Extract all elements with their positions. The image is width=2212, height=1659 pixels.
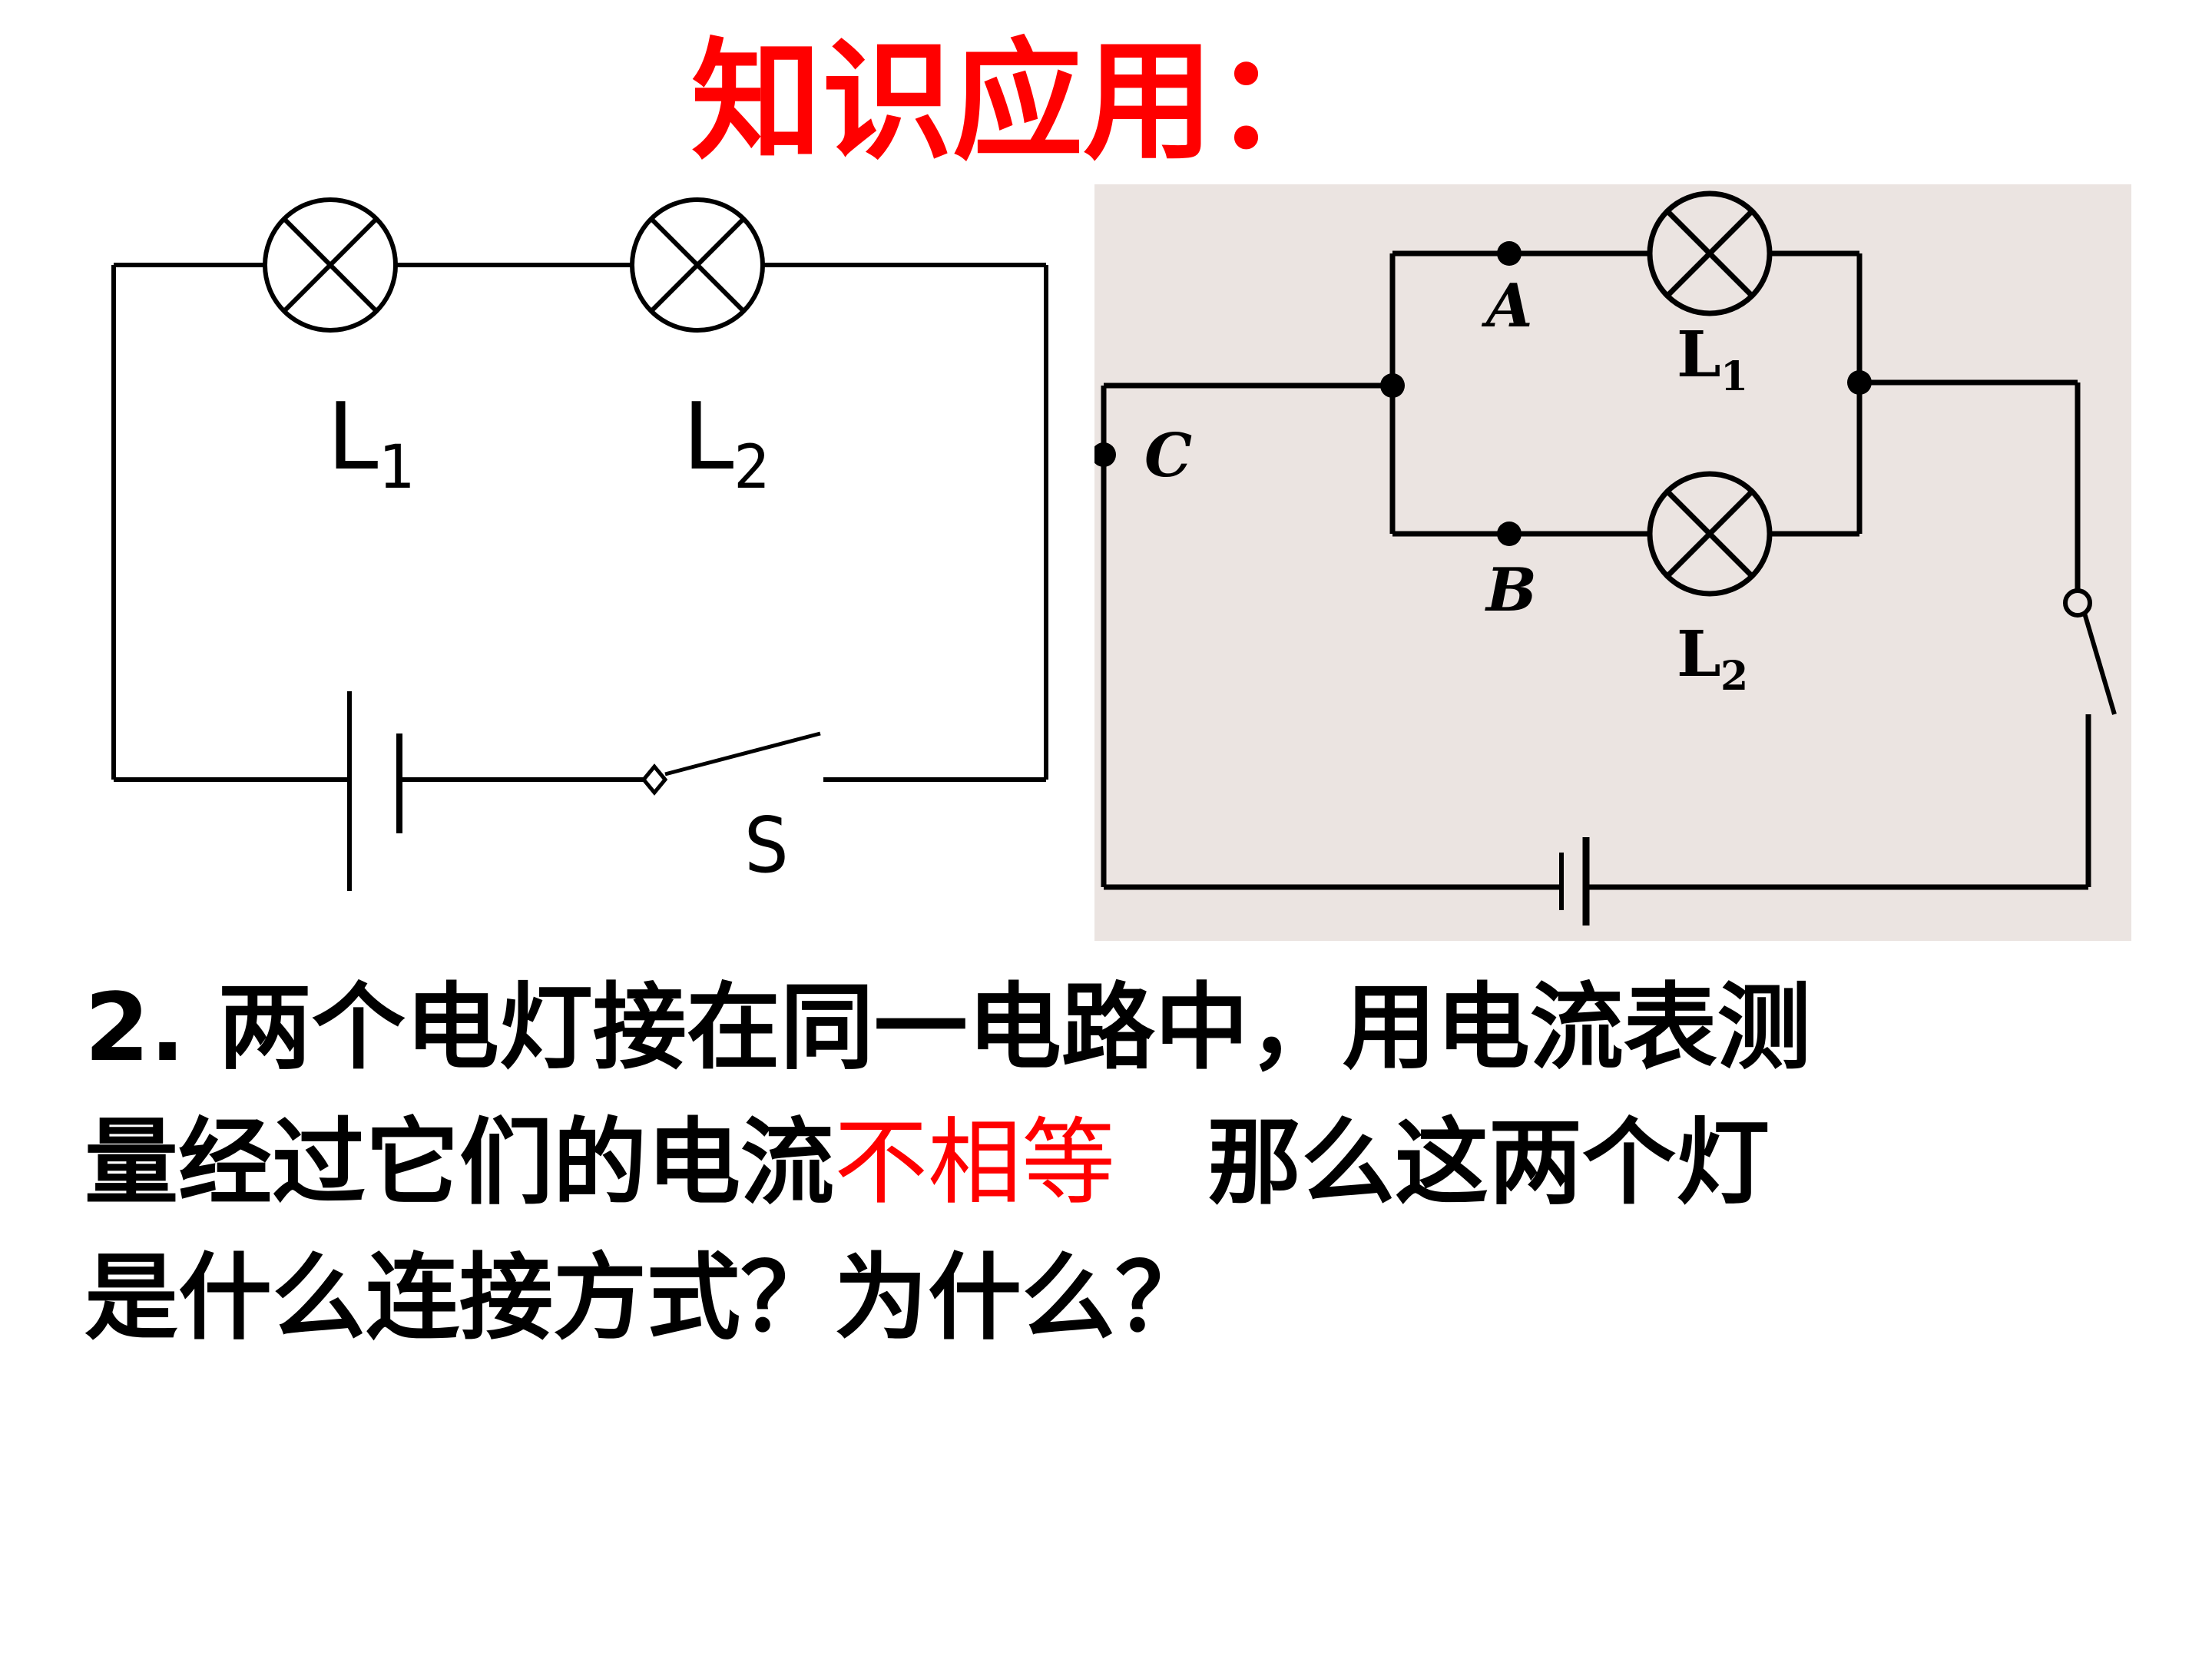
series-switch	[641, 731, 821, 796]
question-line-1: 2. 两个电灯接在同一电路中，用电流表测	[84, 973, 1811, 1082]
series-battery	[347, 691, 402, 891]
slide-title: 知识应用：	[691, 26, 1345, 178]
question-line-2-suffix: 那么这两个灯	[1207, 1108, 1770, 1217]
question-line-2-prefix: 量经过它们的电流	[84, 1108, 834, 1217]
point-b-label: B	[1485, 555, 1537, 625]
series-lamp-2	[630, 197, 765, 333]
series-lamp-2-subscript: 2	[733, 433, 770, 502]
point-c-label: C	[1144, 421, 1192, 491]
parallel-circuit-background	[1094, 184, 2131, 941]
point-a-label: A	[1481, 271, 1533, 341]
series-lamp-1	[263, 197, 398, 333]
parallel-circuit-diagram: A B C L 1 L 2	[1094, 184, 2131, 941]
point-b-dot	[1497, 522, 1522, 546]
series-lamp-2-label: L	[682, 384, 737, 491]
junction-dot-right	[1847, 370, 1872, 395]
parallel-lamp-1-subscript: 1	[1720, 353, 1748, 400]
series-switch-label: S	[743, 800, 790, 890]
series-lamp-1-subscript: 1	[378, 433, 414, 502]
question-line-2: 量经过它们的电流不相等那么这两个灯	[84, 1095, 2158, 1230]
series-circuit-diagram: L 1 L 2 S	[111, 197, 1048, 891]
parallel-lamp-2	[1647, 471, 1773, 597]
question-text: 2. 两个电灯接在同一电路中，用电流表测 量经过它们的电流不相等那么这两个灯 是…	[84, 960, 2158, 1366]
point-c-dot	[1094, 442, 1116, 467]
parallel-switch	[2063, 588, 2117, 715]
parallel-lamp-2-label: L	[1677, 618, 1721, 691]
parallel-battery	[1559, 837, 1590, 926]
question-line-3: 是什么连接方式？为什么？	[84, 1243, 1209, 1353]
point-a-dot	[1497, 241, 1522, 266]
parallel-lamp-2-subscript: 2	[1720, 653, 1748, 700]
series-lamp-1-label: L	[326, 384, 382, 491]
parallel-lamp-1	[1647, 190, 1773, 316]
junction-dot-left	[1380, 373, 1405, 398]
parallel-lamp-1-label: L	[1677, 318, 1721, 392]
highlight-not-equal: 不相等	[834, 1108, 1115, 1217]
